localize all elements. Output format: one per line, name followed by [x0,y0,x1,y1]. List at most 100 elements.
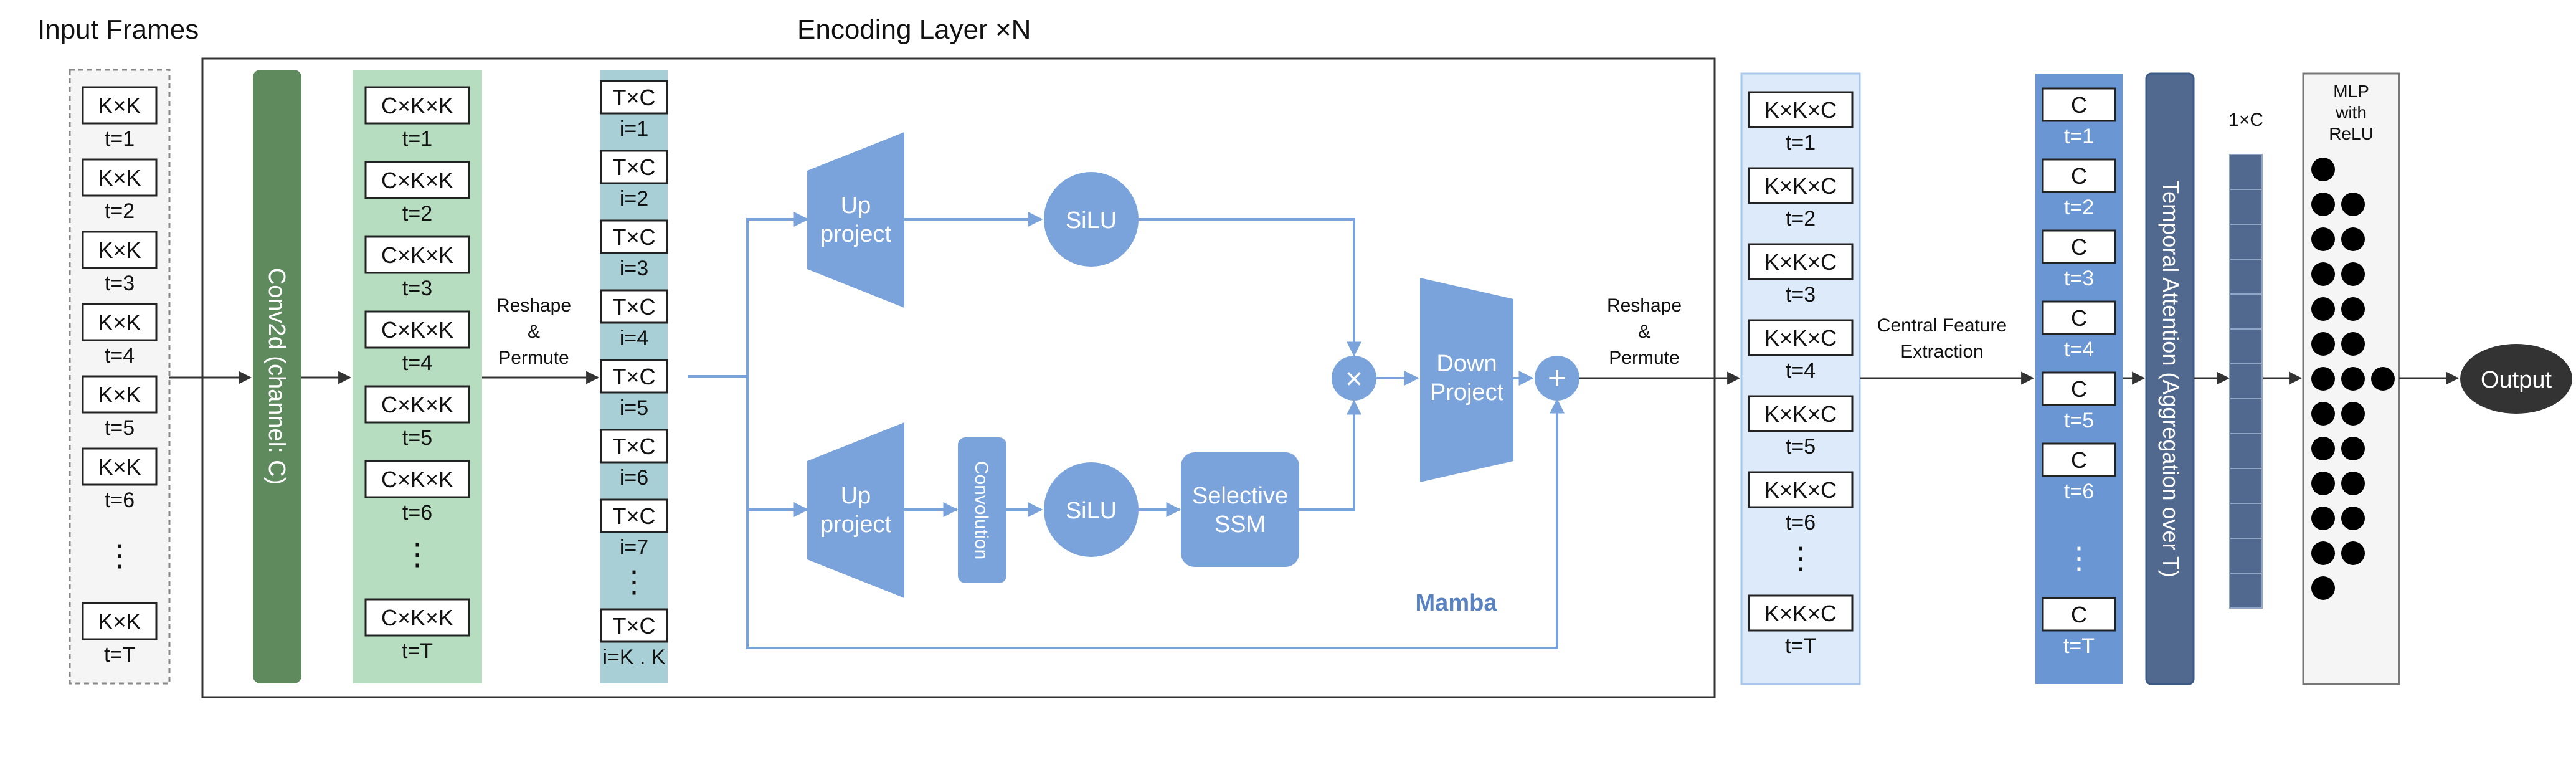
mlp-neuron [2311,158,2335,181]
output-label: Output [2481,367,2552,393]
encoded_features-box [1748,319,1854,356]
conv_outputs-box [364,598,470,637]
vector-cell [2229,503,2263,539]
up-project-bottom-label-2: project [820,511,891,538]
branch-bottom-arrow [746,376,809,517]
selective-ssm-label-1: Selective [1192,483,1288,509]
mlp-neuron [2341,402,2365,426]
sequence_tokens-index-label: i=2 [620,187,648,211]
sequence_tokens-box-label: T×C [612,613,655,639]
input-frames-title: Input Frames [37,14,199,45]
conv_outputs-box-label: C×K×K [381,392,453,417]
conv_outputs-box-label: C×K×K [381,605,453,630]
input_frames-box-label: K×K [98,609,141,634]
residual-arrow [746,376,1565,649]
central_features-index-label: t=1 [2064,125,2094,148]
mlp-neuron [2311,541,2335,565]
conv_outputs-index-label: t=T [402,639,433,663]
conv2d-block [253,70,301,683]
encoded_features-index-label: t=6 [1786,511,1816,535]
conv_outputs-box [364,86,470,125]
conv_outputs-box-label: C×K×K [381,317,453,343]
mlp-neuron [2311,402,2335,426]
encoded_features-box [1748,91,1854,128]
mlp-neurons [2311,158,2395,600]
vector-cell [2229,154,2263,190]
conv_outputs-box-label: C×K×K [381,93,453,118]
mlp-neuron [2311,227,2335,251]
encoded_features-box-label: K×K×C [1764,249,1837,275]
input_frames-box [82,375,158,414]
conv_outputs-box [364,385,470,424]
mlp-neuron [2311,297,2335,321]
input_frames-box [82,231,158,269]
vector-cell [2229,538,2263,574]
reshape-label-2: Reshape [1607,295,1682,316]
vector-cell [2229,468,2263,504]
down-project-label-2: Project [1430,379,1504,406]
input_frames-box-label: K×K [98,382,141,407]
mlp-neuron [2311,367,2335,391]
encoded_features-box-label: K×K×C [1764,173,1837,199]
up-project-top-label-2: project [820,221,891,247]
input_frames-box [82,602,158,640]
mlp-neuron [2341,507,2365,530]
one-by-c-vector [2229,154,2263,609]
sequence_tokens-index-label: i=6 [620,466,648,490]
encoded-feature-column: K×K×Ct=1K×K×Ct=2K×K×Ct=3K×K×Ct=4K×K×Ct=5… [1748,91,1854,658]
conv_outputs-box [364,235,470,274]
input_frames-box [82,86,158,125]
central_features-box-label: C [2071,602,2087,627]
encoded_features-box [1748,167,1854,204]
sequence_tokens-box-label: T×C [612,155,655,180]
encoded_features-box [1748,471,1854,508]
sequence_tokens-box [600,219,668,254]
sequence_tokens-box-label: T×C [612,224,655,250]
encoded_features-index-label: t=1 [1786,131,1816,155]
mlp-neuron [2341,227,2365,251]
conv_outputs-box [364,310,470,349]
input_frames-box-label: K×K [98,310,141,335]
sequence_tokens-index-label: i=1 [620,117,648,141]
input_frames-box-label: K×K [98,165,141,191]
vector-cell [2229,328,2263,364]
central_features-index-label: t=5 [2064,409,2094,432]
central_features-box-label: C [2071,92,2087,118]
vector-cell [2229,573,2263,609]
sequence_tokens-box [600,289,668,324]
mlp-neuron [2341,193,2365,216]
encoded_features-box [1748,243,1854,280]
permute-label-1: Permute [498,348,569,368]
sequence_tokens-box [600,359,668,394]
mlp-neuron [2311,262,2335,286]
convolution-block [958,437,1006,583]
multiply-node [1332,356,1376,401]
conv_outputs-box-label: C×K×K [381,467,453,492]
multiply-symbol: × [1345,363,1363,396]
sequence_tokens-box [600,150,668,184]
convolution-label: Convolution [971,461,992,559]
sequence_tokens-box [600,498,668,533]
sequence_tokens-box-label: T×C [612,364,655,389]
encoded_features-ellipsis: ⋮ [1786,542,1816,575]
conv_outputs-box [364,161,470,199]
central_features-box [2042,158,2116,193]
central_features-index-label: t=6 [2064,480,2094,503]
central_features-box [2042,229,2116,264]
input_frames-index-label: t=T [104,643,135,667]
selective-ssm-block [1181,452,1299,567]
one-by-c-label: 1×C [2228,110,2263,130]
central_features-ellipsis: ⋮ [2064,542,2094,575]
input_frames-box-label: K×K [98,237,141,263]
down-project-label-1: Down [1436,351,1497,377]
conv_outputs-ellipsis: ⋮ [402,538,432,571]
encoded_features-box-label: K×K×C [1764,97,1837,123]
conv-output-column: C×K×Kt=1C×K×Kt=2C×K×Kt=3C×K×Kt=4C×K×Kt=5… [364,86,470,663]
sequence_tokens-box-label: T×C [612,85,655,110]
conv_outputs-index-label: t=4 [402,351,432,375]
input_frames-index-label: t=2 [105,199,135,223]
silu-bottom [1044,462,1139,557]
plus-symbol: + [1548,360,1566,396]
silu-top-label: SiLU [1066,207,1117,234]
